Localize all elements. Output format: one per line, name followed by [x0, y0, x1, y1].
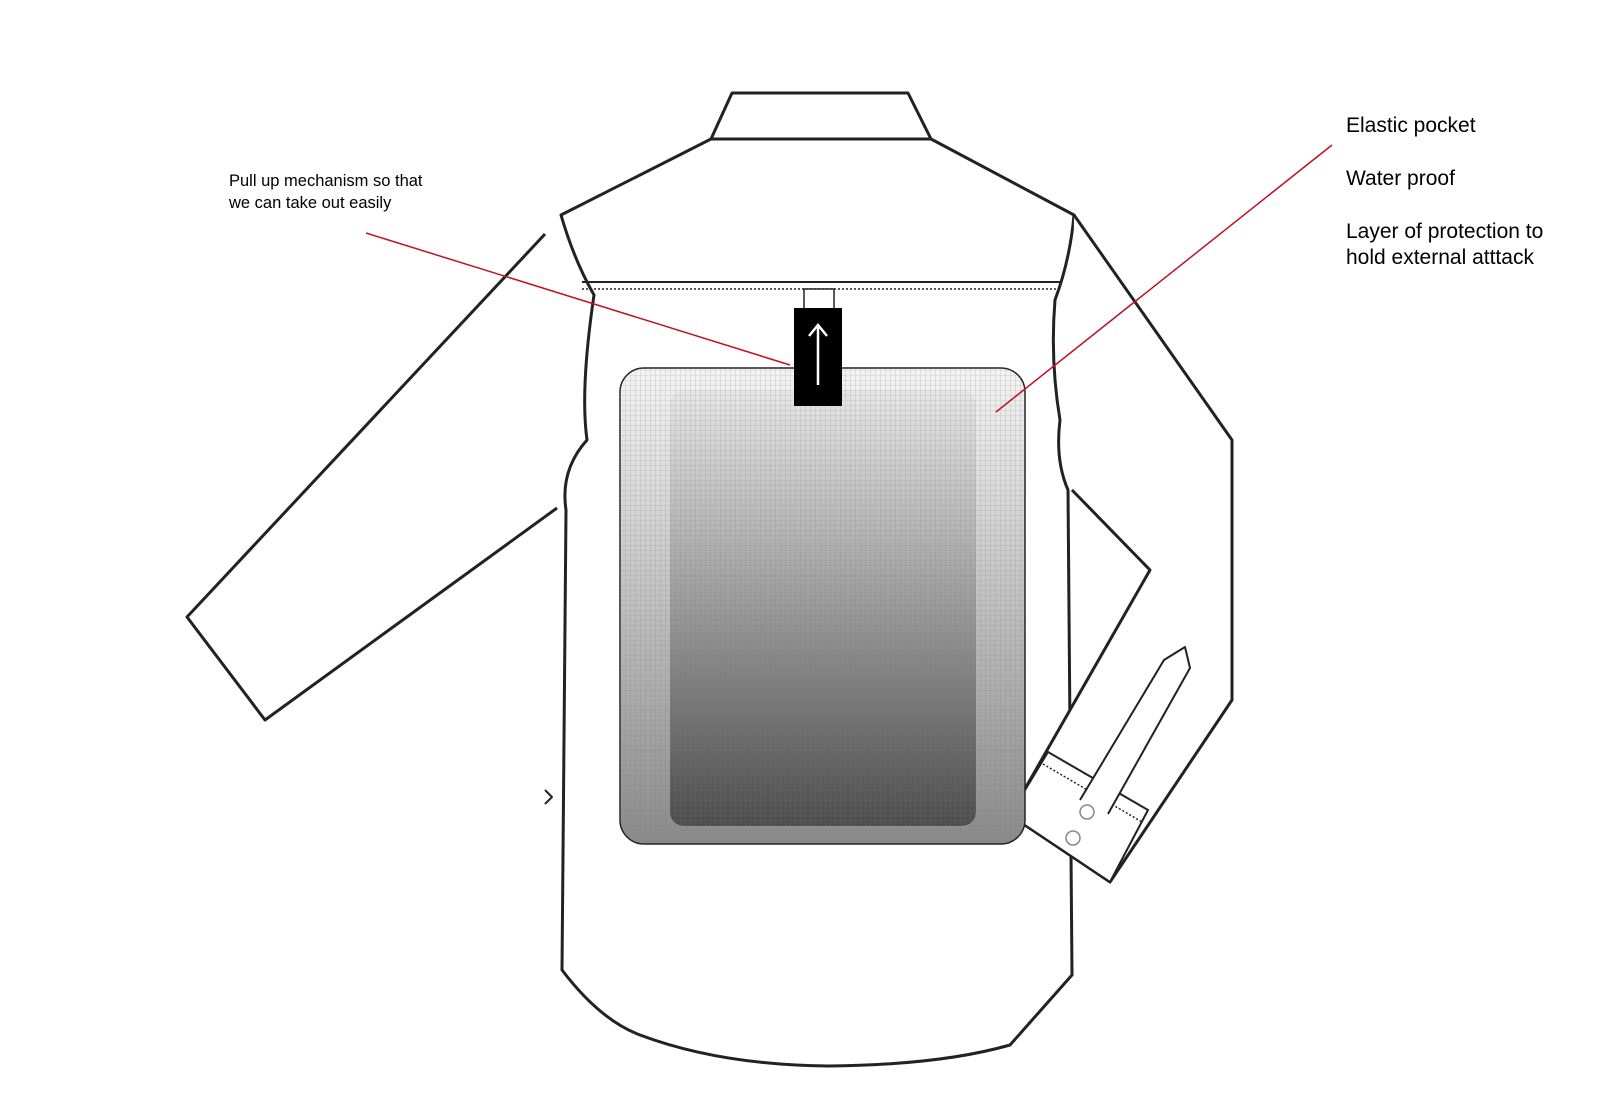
sleeve-placket: [1079, 646, 1191, 815]
arrow-up-icon: [808, 323, 828, 385]
side-notch: [544, 789, 553, 805]
pull-tab[interactable]: [794, 288, 842, 406]
pull-strap: [803, 288, 835, 310]
pull-up-annotation: Pull up mechanism so that we can take ou…: [229, 172, 423, 212]
cuff-button: [1065, 830, 1081, 846]
water-proof-annotation: Water proof: [1346, 167, 1455, 190]
left-sleeve: [185, 232, 558, 722]
leader-line-pocket: [995, 144, 1333, 413]
elastic-pocket: [619, 367, 1026, 845]
sleeve-crease: [1071, 489, 1151, 571]
elastic-pocket-annotation: Elastic pocket: [1346, 114, 1476, 137]
leader-line-pull-up: [365, 232, 791, 366]
cuff-button: [1079, 804, 1095, 820]
protection-annotation: Layer of protection to hold external att…: [1346, 220, 1544, 269]
collar: [709, 91, 933, 141]
pocket-mesh: [620, 368, 1025, 844]
